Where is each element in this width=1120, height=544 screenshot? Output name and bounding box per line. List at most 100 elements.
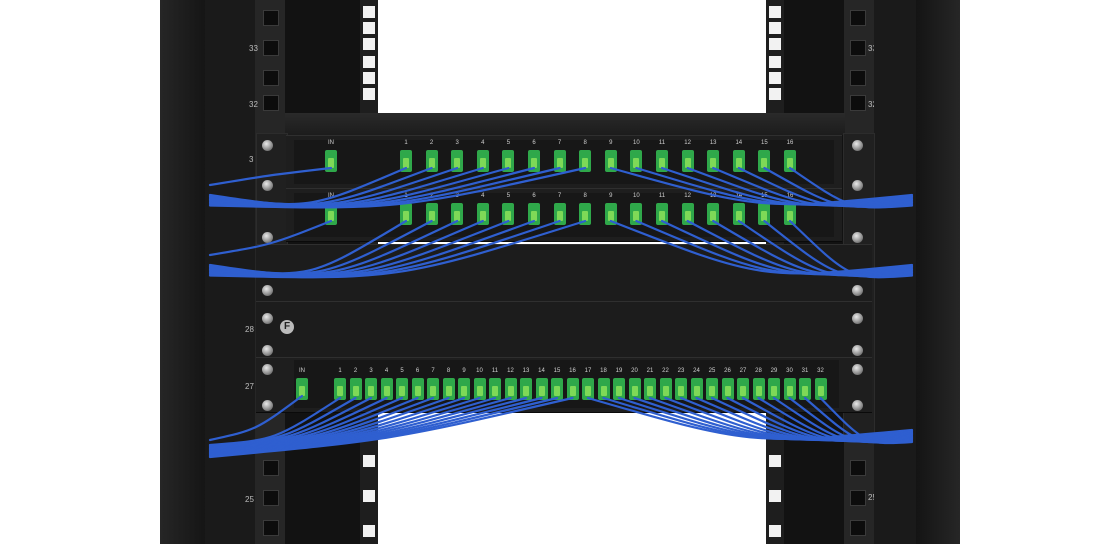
- input-port-label: IN: [328, 140, 334, 146]
- output-port-label: 8: [446, 368, 451, 374]
- output-port[interactable]: [451, 203, 464, 225]
- output-port[interactable]: [582, 378, 594, 400]
- output-port[interactable]: [752, 378, 765, 400]
- output-port[interactable]: [656, 150, 668, 172]
- output-port[interactable]: [707, 150, 720, 172]
- output-port[interactable]: [681, 150, 694, 172]
- output-port[interactable]: [579, 150, 592, 172]
- output-port[interactable]: [553, 150, 566, 172]
- input-port[interactable]: [325, 150, 337, 172]
- output-port[interactable]: [400, 150, 412, 172]
- output-port[interactable]: [784, 203, 796, 225]
- output-port[interactable]: [768, 378, 780, 400]
- output-port[interactable]: [814, 378, 827, 400]
- output-port[interactable]: [630, 203, 643, 225]
- output-port[interactable]: [732, 203, 745, 225]
- output-port-label: 7: [557, 193, 562, 199]
- screw-icon: [262, 364, 273, 375]
- screw-icon: [852, 232, 863, 243]
- mount-hole: [850, 520, 866, 536]
- output-port[interactable]: [579, 203, 592, 225]
- output-port[interactable]: [604, 203, 617, 225]
- output-port[interactable]: [707, 203, 720, 225]
- screw-icon: [852, 180, 863, 191]
- output-port[interactable]: [476, 203, 489, 225]
- output-port[interactable]: [758, 150, 771, 172]
- output-port[interactable]: [737, 378, 749, 400]
- output-port[interactable]: [489, 378, 501, 400]
- output-port[interactable]: [396, 378, 408, 400]
- mount-hole: [263, 490, 279, 506]
- output-port[interactable]: [427, 378, 439, 400]
- output-port-label: 22: [662, 368, 669, 374]
- output-port[interactable]: [784, 150, 796, 172]
- output-port[interactable]: [628, 378, 641, 400]
- output-port[interactable]: [528, 150, 540, 172]
- output-port[interactable]: [502, 150, 515, 172]
- output-port-label: 8: [583, 140, 587, 146]
- output-port[interactable]: [681, 203, 694, 225]
- output-port[interactable]: [400, 203, 412, 225]
- output-port-label: 6: [415, 368, 420, 374]
- output-port-label: 11: [491, 368, 499, 374]
- output-port[interactable]: [451, 150, 464, 172]
- output-port-label: 21: [646, 368, 654, 374]
- output-port[interactable]: [458, 378, 470, 400]
- output-port-label: 23: [677, 368, 685, 374]
- square-hole: [769, 525, 781, 537]
- output-port[interactable]: [473, 378, 486, 400]
- screw-icon: [852, 364, 863, 375]
- output-port[interactable]: [799, 378, 811, 400]
- screw-icon: [262, 400, 273, 411]
- output-port[interactable]: [380, 378, 393, 400]
- output-port[interactable]: [630, 150, 643, 172]
- output-port-label: 9: [609, 193, 613, 199]
- output-port[interactable]: [644, 378, 656, 400]
- output-port[interactable]: [520, 378, 532, 400]
- output-port[interactable]: [504, 378, 517, 400]
- output-port[interactable]: [721, 378, 734, 400]
- screw-icon: [262, 232, 273, 243]
- output-port[interactable]: [659, 378, 672, 400]
- output-port[interactable]: [783, 378, 796, 400]
- output-port[interactable]: [566, 378, 579, 400]
- square-hole: [769, 6, 781, 18]
- rack-unit-label: 33: [249, 44, 258, 53]
- output-port[interactable]: [551, 378, 563, 400]
- output-port[interactable]: [442, 378, 455, 400]
- output-port-label: 6: [532, 140, 536, 146]
- output-port[interactable]: [502, 203, 515, 225]
- mount-hole: [263, 520, 279, 536]
- output-port[interactable]: [553, 203, 566, 225]
- output-port-label: 5: [506, 193, 511, 199]
- output-port[interactable]: [349, 378, 362, 400]
- output-port[interactable]: [706, 378, 718, 400]
- output-port[interactable]: [758, 203, 771, 225]
- output-port[interactable]: [411, 378, 424, 400]
- output-port[interactable]: [613, 378, 625, 400]
- output-port[interactable]: [365, 378, 377, 400]
- output-port[interactable]: [597, 378, 610, 400]
- output-port[interactable]: [656, 203, 668, 225]
- output-port[interactable]: [528, 203, 540, 225]
- output-port[interactable]: [425, 203, 438, 225]
- output-port[interactable]: [604, 150, 617, 172]
- output-port[interactable]: [675, 378, 687, 400]
- screw-icon: [852, 140, 863, 151]
- output-port[interactable]: [732, 150, 745, 172]
- output-port[interactable]: [425, 150, 438, 172]
- output-port-label: 24: [693, 368, 700, 374]
- output-port[interactable]: [476, 150, 489, 172]
- output-port[interactable]: [690, 378, 703, 400]
- input-port[interactable]: [296, 378, 308, 400]
- output-port-label: 26: [724, 368, 731, 374]
- mount-hole: [850, 95, 866, 111]
- rack-unit-label: 3: [249, 155, 254, 164]
- output-port-label: 13: [709, 140, 717, 146]
- output-port-label: 4: [481, 193, 485, 199]
- output-port-label: 11: [658, 193, 666, 199]
- output-port[interactable]: [535, 378, 548, 400]
- output-port[interactable]: [334, 378, 346, 400]
- output-port-label: 8: [583, 193, 587, 199]
